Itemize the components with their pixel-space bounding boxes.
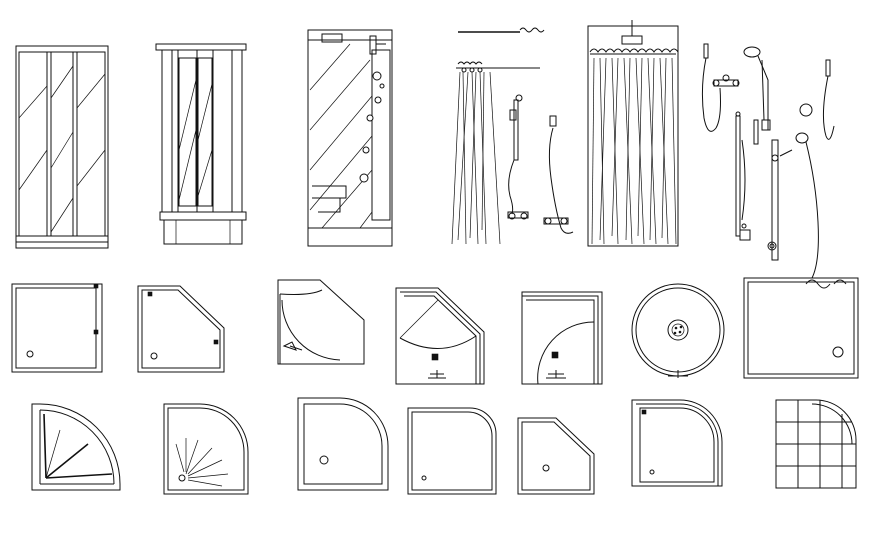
shower-cabin-curved-door-elevation-icon: [155, 43, 247, 245]
quadrant-enclosure-plan-icon: [631, 399, 723, 487]
pentagon-enclosure-with-door-swing-plan-icon: [395, 287, 485, 385]
quadrant-door-enclosure-plan-icon: [521, 291, 603, 385]
offset-quadrant-tray-plan-icon: [407, 407, 497, 495]
quadrant-tray-rounded-plan-icon: [297, 397, 389, 491]
small-pentagon-tray-plan-icon: [517, 417, 595, 495]
quadrant-tray-with-spray-plan-icon: [163, 403, 249, 495]
pentagon-tray-plan-icon: [137, 285, 225, 373]
steam-shower-cabin-elevation-icon: [307, 29, 393, 247]
tiled-quadrant-tray-plan-icon: [775, 399, 857, 489]
full-shower-curtain-elevation-icon: [587, 20, 679, 247]
large-square-tray-plan-icon: [743, 277, 859, 379]
shower-enclosure-three-panel-elevation-icon: [15, 45, 109, 249]
neo-angle-tray-with-mixer-plan-icon: [277, 279, 365, 365]
round-tray-plan-icon: [631, 283, 725, 378]
shower-curtain-with-mixers-elevation-icon: [451, 27, 574, 245]
square-tray-plan-icon: [11, 283, 103, 373]
quadrant-tray-with-door-lines-plan-icon: [31, 403, 121, 491]
hand-shower-sets-elevation-icon: [701, 43, 835, 279]
